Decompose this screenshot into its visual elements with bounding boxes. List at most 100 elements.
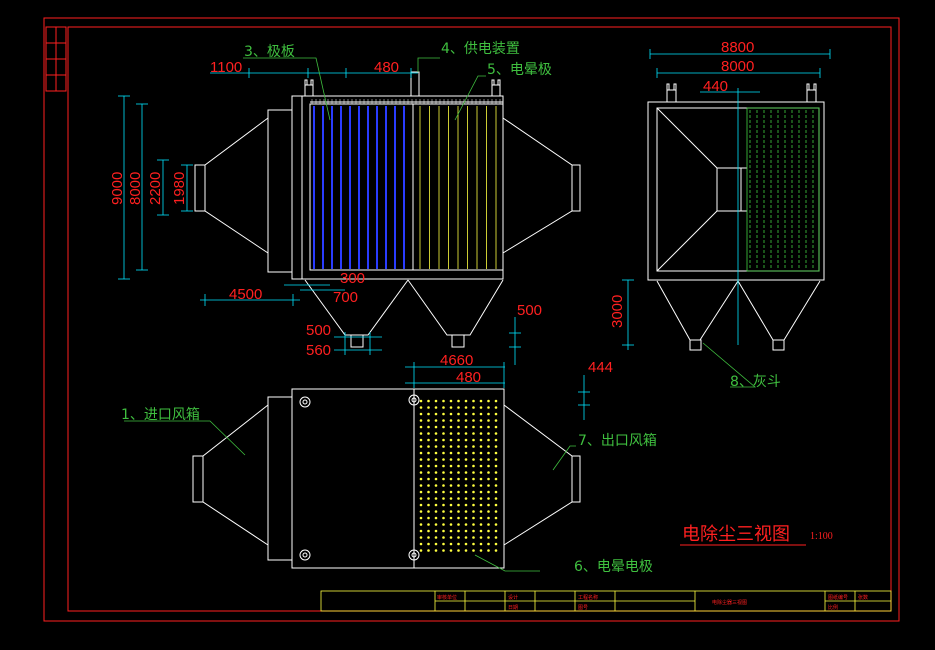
label-inlet: 1、进口风箱 <box>121 407 200 423</box>
grid-dot <box>472 510 475 513</box>
grid-dot <box>487 432 490 435</box>
grid-dot <box>449 516 453 520</box>
grid-dot <box>449 490 453 494</box>
grid-dot <box>427 432 430 435</box>
grid-dot <box>472 451 475 455</box>
dimension-lines <box>118 49 831 420</box>
grid-dot <box>487 549 490 552</box>
grid-dot <box>457 471 460 474</box>
grid-dot <box>479 419 483 422</box>
grid-dot <box>449 451 453 455</box>
grid-dot <box>442 451 445 455</box>
grid-dot <box>434 419 438 422</box>
grid-dot <box>494 529 498 533</box>
grid-dot <box>449 419 453 422</box>
grid-dot <box>464 536 468 539</box>
tb-cell-0: 审核单位 <box>437 594 457 601</box>
grid-dot <box>457 503 460 507</box>
grid-dot <box>494 445 498 448</box>
grid-dot <box>427 516 430 520</box>
label-hopper: 8、灰斗 <box>730 374 781 390</box>
grid-dot <box>457 549 460 552</box>
grid-dot <box>427 425 430 429</box>
grid-dot <box>464 516 468 520</box>
grid-dot <box>494 399 498 403</box>
grid-dot <box>434 464 438 468</box>
grid-dot <box>487 477 490 481</box>
grid-dot <box>464 432 468 435</box>
grid-dot <box>434 432 438 435</box>
grid-dot <box>434 542 438 546</box>
grid-dot <box>487 484 490 487</box>
dim-480-plan: 480 <box>456 369 481 386</box>
grid-dot <box>457 406 460 409</box>
grid-dot <box>487 529 490 533</box>
grid-dot <box>487 438 490 442</box>
grid-dot <box>427 471 430 474</box>
grid-dot <box>457 529 460 533</box>
grid-dot <box>472 477 475 481</box>
grid-dot <box>449 503 453 507</box>
grid-dot <box>487 503 490 507</box>
side-view <box>647 83 825 351</box>
tb-cell-6: 图纸编号 <box>828 594 848 601</box>
grid-dot <box>442 412 445 416</box>
grid-dot <box>479 510 483 513</box>
grid-dot <box>479 464 483 468</box>
grid-dot <box>464 529 468 533</box>
grid-dot <box>427 503 430 507</box>
grid-dot <box>419 471 423 474</box>
grid-dot <box>434 399 438 403</box>
dim-300: 300 <box>340 270 365 287</box>
grid-dot <box>457 536 460 539</box>
tb-cell-1: 设计 <box>508 594 518 601</box>
grid-dot <box>449 425 453 429</box>
outer-frame <box>43 17 900 622</box>
grid-dot <box>419 497 423 500</box>
grid-dot <box>427 536 430 539</box>
dim-560: 560 <box>306 342 331 359</box>
grid-dot <box>494 438 498 442</box>
grid-dot <box>487 516 490 520</box>
front-inlet-duct <box>267 109 292 273</box>
grid-dot <box>457 432 460 435</box>
tb-cell-8: 张数 <box>858 594 868 601</box>
collecting-plates <box>313 106 405 269</box>
grid-dot <box>442 510 445 513</box>
grid-dot <box>487 458 490 461</box>
grid-dot <box>419 542 423 546</box>
grid-dot <box>457 542 460 546</box>
plan-view <box>192 388 581 569</box>
grid-dot <box>427 523 430 526</box>
grid-dot <box>472 464 475 468</box>
grid-dot <box>479 529 483 533</box>
grid-dot <box>457 438 460 442</box>
grid-dot <box>434 490 438 494</box>
grid-dot <box>434 451 438 455</box>
grid-dot <box>464 497 468 500</box>
grid-dot <box>449 406 453 409</box>
grid-dot <box>427 510 430 513</box>
grid-dot <box>494 516 498 520</box>
grid-dot <box>449 510 453 513</box>
grid-dot <box>464 438 468 442</box>
grid-dot <box>442 419 445 422</box>
grid-dot <box>457 477 460 481</box>
grid-dot <box>434 477 438 481</box>
dim-8800: 8800 <box>721 39 754 56</box>
grid-dot <box>464 503 468 507</box>
label-power: 4、供电装置 <box>441 41 520 57</box>
grid-dot <box>479 549 483 552</box>
grid-dot <box>449 497 453 500</box>
grid-dot <box>442 438 445 442</box>
grid-dot <box>457 445 460 448</box>
grid-dot <box>479 458 483 461</box>
tb-cell-2: 日期 <box>508 605 518 611</box>
grid-dot <box>419 432 423 435</box>
grid-dot <box>419 484 423 487</box>
grid-dot <box>472 497 475 500</box>
grid-dot <box>487 471 490 474</box>
grid-dot <box>487 412 490 416</box>
grid-dot <box>434 503 438 507</box>
grid-dot <box>472 445 475 448</box>
